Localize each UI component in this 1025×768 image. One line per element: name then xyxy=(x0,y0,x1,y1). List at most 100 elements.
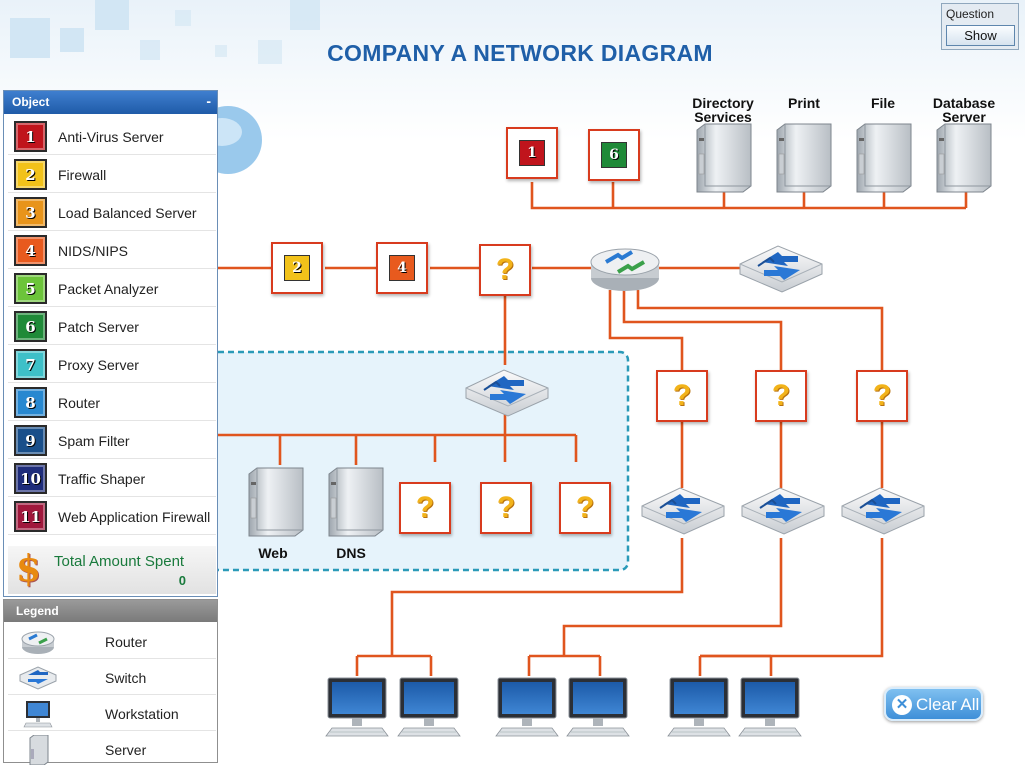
legend-item: Switch xyxy=(8,660,216,695)
object-item[interactable]: 11 Web Application Firewall xyxy=(8,497,216,535)
object-label: Packet Analyzer xyxy=(58,281,159,297)
directory-services-label: Directory Services xyxy=(692,95,754,125)
connection-lines xyxy=(218,182,968,676)
file-server-icon xyxy=(856,123,912,193)
core-switch-icon xyxy=(739,245,823,293)
object-number-badge: 9 xyxy=(14,425,47,456)
workstation-icon xyxy=(23,701,53,728)
dns-server-icon xyxy=(328,467,384,537)
web-label: Web xyxy=(258,545,288,561)
slot-placeholder[interactable]: ? xyxy=(856,370,908,422)
question-mark-icon: ? xyxy=(496,491,516,524)
object-item[interactable]: 3 Load Balanced Server xyxy=(8,193,216,231)
object-number-badge: 6 xyxy=(14,311,47,342)
object-label: NIDS/NIPS xyxy=(58,243,129,259)
slot-antivirus[interactable]: 1 xyxy=(506,127,558,179)
workstation-icon xyxy=(495,677,559,737)
dollar-icon: $ xyxy=(16,548,42,590)
web-server-icon xyxy=(248,467,304,537)
slot-placeholder[interactable]: ? xyxy=(559,482,611,534)
show-button[interactable]: Show xyxy=(946,25,1015,46)
legend-item: Router xyxy=(8,624,216,659)
workstation-icon xyxy=(738,677,802,737)
object-number-badge: 3 xyxy=(14,197,47,228)
object-item[interactable]: 2 Firewall xyxy=(8,155,216,193)
object-number-badge: 11 xyxy=(14,501,47,532)
slot-patch[interactable]: 6 xyxy=(588,129,640,181)
background-square xyxy=(140,40,160,60)
object-label: Patch Server xyxy=(58,319,139,335)
object-label: Web Application Firewall xyxy=(58,509,211,525)
router-icon xyxy=(21,631,55,654)
object-number-badge: 7 xyxy=(14,349,47,380)
background-square xyxy=(290,0,320,30)
slot-placeholder[interactable]: ? xyxy=(480,482,532,534)
object-item[interactable]: 6 Patch Server xyxy=(8,307,216,345)
clear-all-label: Clear All xyxy=(916,695,980,714)
minimize-icon[interactable]: - xyxy=(206,93,211,109)
question-mark-icon: ? xyxy=(672,379,692,412)
page-title: COMPANY A NETWORK DIAGRAM xyxy=(327,40,713,66)
slot-nids[interactable]: 4 xyxy=(376,242,428,294)
core-router-icon xyxy=(590,248,660,291)
nids-tile: 4 xyxy=(389,255,415,281)
total-amount-value: 0 xyxy=(178,573,186,588)
object-label: Proxy Server xyxy=(58,357,139,373)
background-square xyxy=(60,28,84,52)
switch-2-icon xyxy=(741,487,825,535)
server-icon xyxy=(29,735,49,765)
print-label: Print xyxy=(788,95,820,111)
object-list: 1 Anti-Virus Server 2 Firewall 3 Load Balan… xyxy=(8,117,216,535)
clear-all-button[interactable]: ✕ Clear All xyxy=(884,687,983,721)
slot-placeholder[interactable]: ? xyxy=(399,482,451,534)
object-item[interactable]: 7 Proxy Server xyxy=(8,345,216,383)
object-number-badge: 5 xyxy=(14,273,47,304)
object-label: Load Balanced Server xyxy=(58,205,197,221)
legend-panel: Legend Router Switch Workstation Server xyxy=(3,599,218,765)
question-label: Question xyxy=(946,7,995,21)
switch-icon xyxy=(19,666,57,690)
background-square xyxy=(175,10,191,26)
object-label: Firewall xyxy=(58,167,107,183)
object-label: Spam Filter xyxy=(58,433,130,449)
switch-3-icon xyxy=(841,487,925,535)
slot-firewall[interactable]: 2 xyxy=(271,242,323,294)
object-item[interactable]: 4 NIDS/NIPS xyxy=(8,231,216,269)
legend-label: Workstation xyxy=(105,706,179,722)
dmz-region xyxy=(208,350,630,572)
legend-label: Router xyxy=(105,634,148,650)
patch-server-tile: 6 xyxy=(601,142,627,168)
object-item[interactable]: 9 Spam Filter xyxy=(8,421,216,459)
object-panel-title: Object xyxy=(12,95,50,109)
firewall-tile: 2 xyxy=(284,255,310,281)
object-number-badge: 4 xyxy=(14,235,47,266)
object-number-badge: 8 xyxy=(14,387,47,418)
legend-label: Switch xyxy=(105,670,147,686)
legend-item: Workstation xyxy=(8,696,216,731)
directory-services-server-icon xyxy=(696,123,752,193)
question-mark-icon: ? xyxy=(771,379,791,412)
background-square xyxy=(215,45,227,57)
question-mark-icon: ? xyxy=(495,253,515,286)
slot-placeholder[interactable]: ? xyxy=(755,370,807,422)
object-number-badge: 1 xyxy=(14,121,47,152)
object-label: Anti-Virus Server xyxy=(58,129,164,145)
object-item[interactable]: 1 Anti-Virus Server xyxy=(8,117,216,155)
background-square xyxy=(95,0,129,30)
slot-placeholder[interactable]: ? xyxy=(479,244,531,296)
workstation-icon xyxy=(566,677,630,737)
switch-1-icon xyxy=(641,487,725,535)
file-label: File xyxy=(870,95,896,111)
question-box: Question Show xyxy=(941,3,1019,50)
object-panel-header: Object - xyxy=(4,91,217,114)
object-number-badge: 2 xyxy=(14,159,47,190)
object-label: Traffic Shaper xyxy=(58,471,146,487)
object-item[interactable]: 5 Packet Analyzer xyxy=(8,269,216,307)
question-mark-icon: ? xyxy=(415,491,435,524)
slot-placeholder[interactable]: ? xyxy=(656,370,708,422)
legend-header: Legend xyxy=(4,600,217,622)
